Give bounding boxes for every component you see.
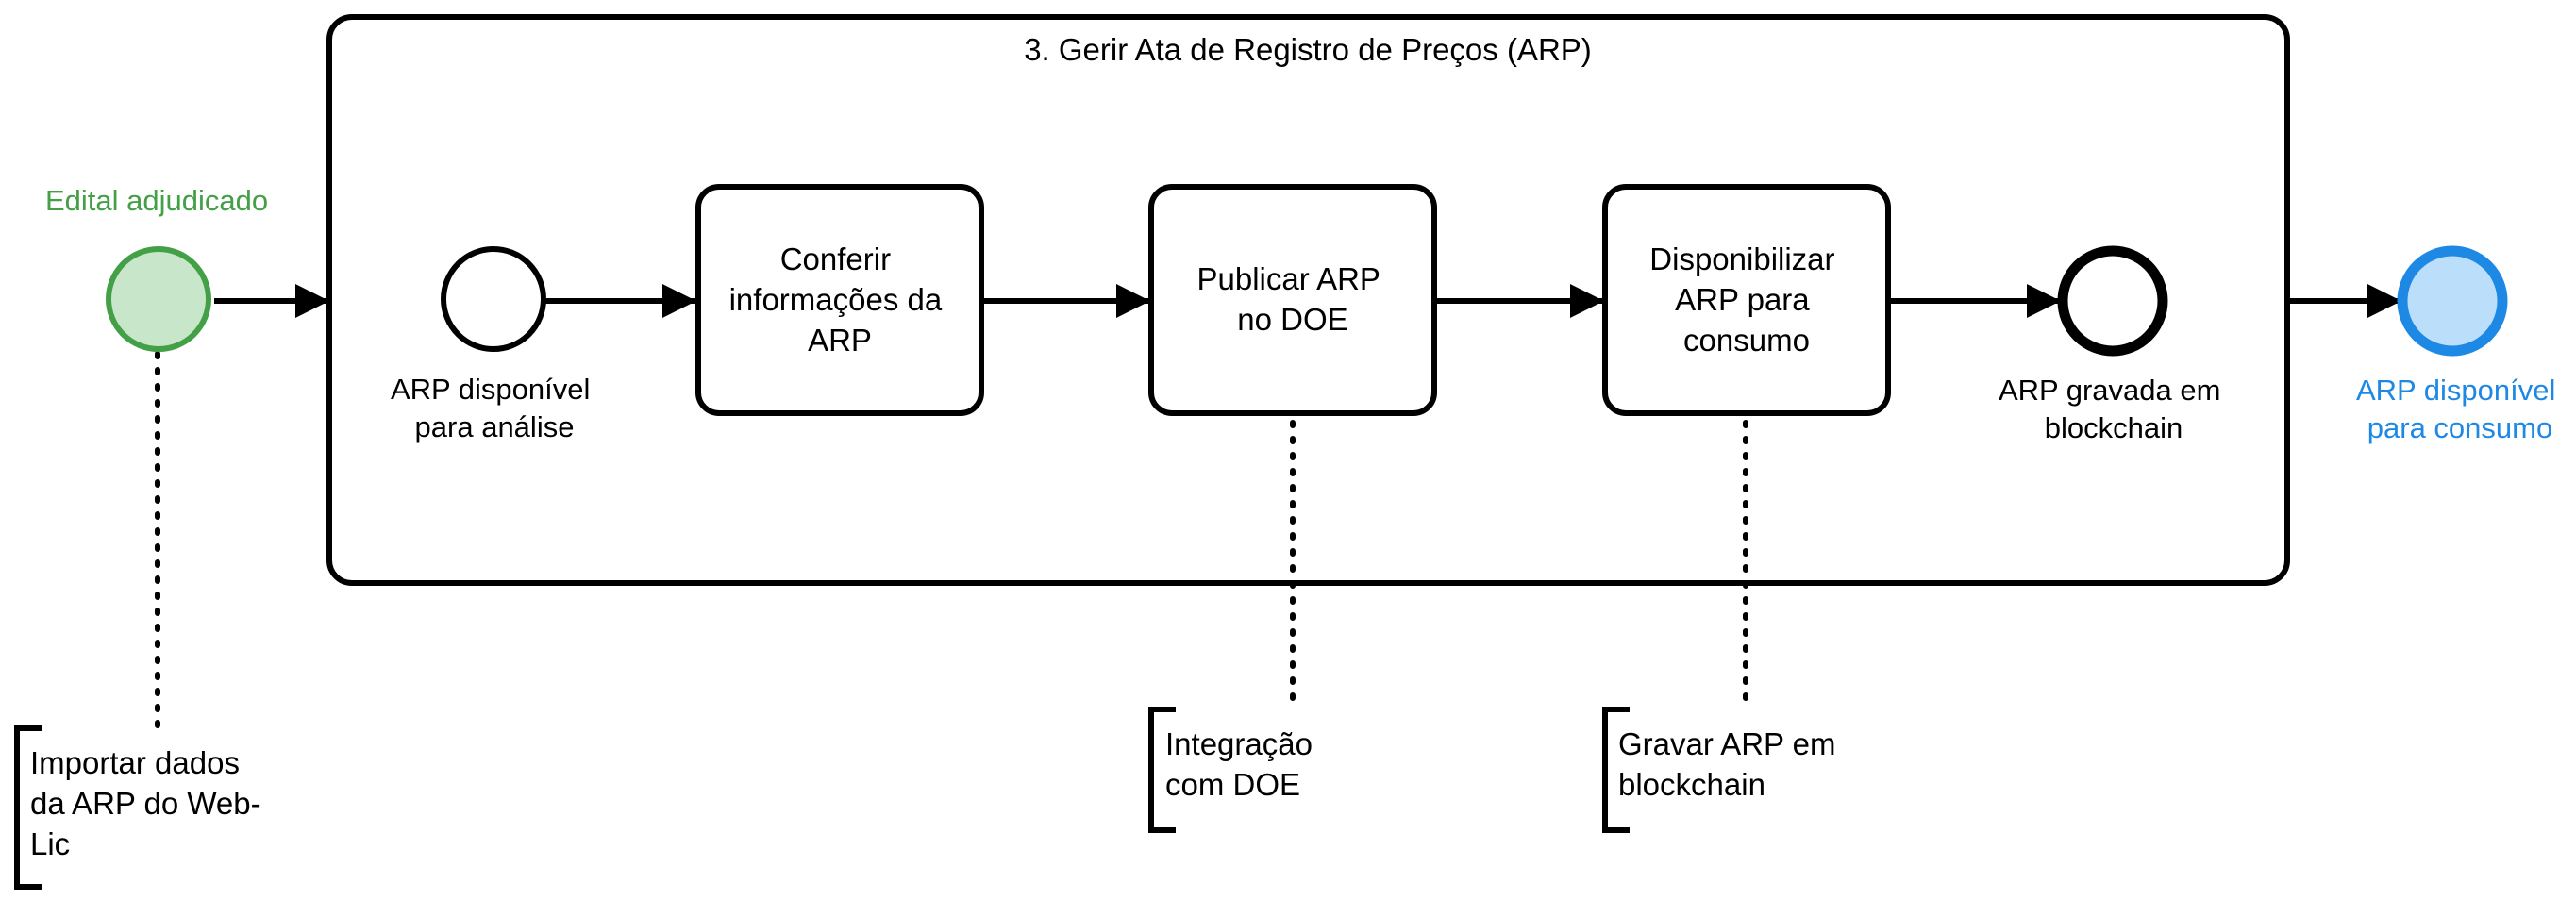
task-disponibilizar-arp[interactable] — [1602, 184, 1891, 416]
task-publicar-label: Publicar ARP no DOE — [1197, 261, 1389, 337]
label-line: da ARP do Web- — [30, 786, 261, 821]
label-line: ARP gravada em — [1999, 374, 2221, 407]
label-line: Gravar ARP em — [1618, 726, 1835, 761]
label-line: Importar dados — [30, 745, 240, 780]
outer-start-event[interactable] — [106, 246, 211, 352]
task-publicar-arp[interactable] — [1148, 184, 1437, 416]
label-line: blockchain — [2045, 411, 2183, 444]
subprocess-title: 3. Gerir Ata de Registro de Preços (ARP) — [1024, 32, 1592, 67]
task-conferir-label: Conferir informações da ARP — [729, 242, 951, 358]
label-line: blockchain — [1618, 767, 1765, 802]
label-line: informações da — [729, 282, 943, 317]
task-disponibilizar-label: Disponibilizar ARP para consumo — [1649, 242, 1843, 358]
inner-end-event-label: ARP gravada em blockchain — [1999, 374, 2229, 444]
label-line: Lic — [30, 826, 70, 861]
label-line: ARP disponível — [2356, 374, 2555, 407]
label-line: no DOE — [1237, 302, 1347, 337]
outer-end-event-label: ARP disponível para consumo — [2356, 374, 2564, 444]
label-line: ARP — [808, 323, 872, 358]
label-line: consumo — [1683, 323, 1810, 358]
outer-start-event-label: Edital adjudicado — [45, 184, 268, 217]
task-conferir-informacoes[interactable] — [695, 184, 984, 416]
inner-start-event[interactable] — [441, 246, 546, 352]
inner-start-event-label: ARP disponível para análise — [391, 373, 598, 443]
label-line: ARP para — [1675, 282, 1810, 317]
outer-end-event[interactable] — [2397, 245, 2508, 357]
inner-end-event[interactable] — [2057, 245, 2168, 357]
label-line: para análise — [415, 410, 575, 443]
label-line: Conferir — [780, 242, 891, 276]
annotation-blockchain-text: Gravar ARP em blockchain — [1618, 726, 1845, 802]
label-line: Disponibilizar — [1649, 242, 1834, 276]
label-line: com DOE — [1165, 767, 1300, 802]
annotation-doe-text: Integração com DOE — [1165, 726, 1321, 802]
label-line: para consumo — [2367, 411, 2552, 444]
label-line: Publicar ARP — [1197, 261, 1380, 296]
annotation-bracket-doe — [1148, 707, 1176, 833]
annotation-import-text: Importar dados da ARP do Web- Lic — [30, 745, 270, 861]
annotation-bracket-blockchain — [1602, 707, 1630, 833]
annotation-bracket-import — [14, 725, 42, 890]
label-line: Integração — [1165, 726, 1313, 761]
label-line: ARP disponível — [391, 373, 590, 406]
